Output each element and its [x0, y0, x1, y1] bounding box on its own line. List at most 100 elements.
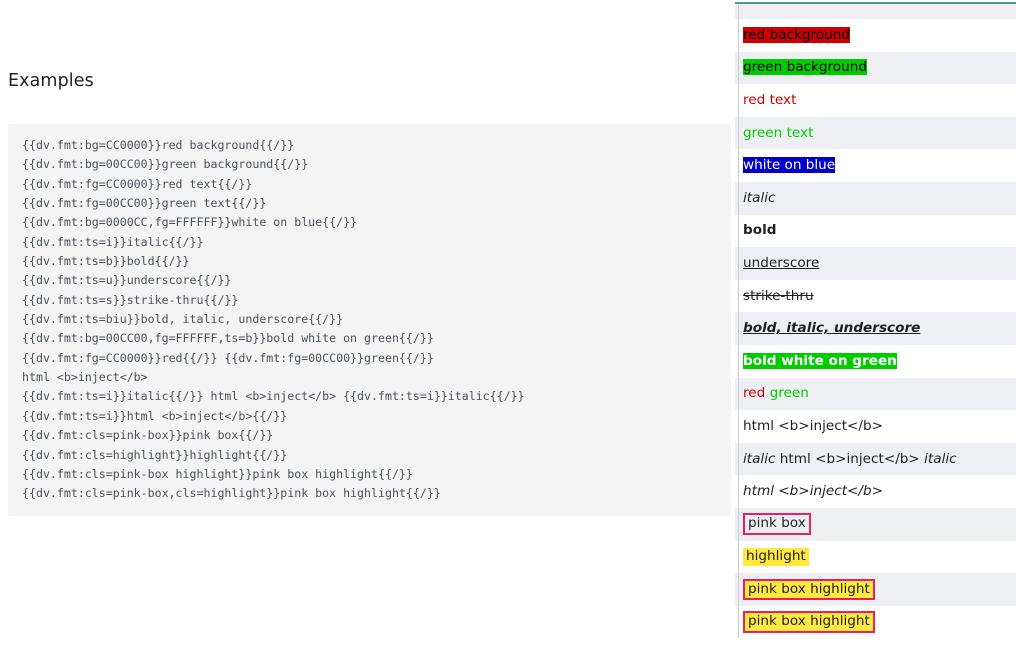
preview-row: pink box: [735, 507, 1016, 541]
preview-row: green background: [735, 51, 1016, 85]
preview-row-content: html <b>inject</b>: [743, 483, 883, 500]
code-line: {{dv.fmt:bg=00CC00,fg=FFFFFF,ts=b}}bold …: [22, 331, 434, 346]
row-gutter-line: [738, 410, 739, 443]
code-line: {{dv.fmt:ts=s}}strike-thru{{/}}: [22, 292, 239, 307]
formatted-span: red background: [743, 26, 851, 43]
preview-row-content: red text: [743, 92, 796, 109]
preview-row-content: strike-thru: [743, 288, 814, 305]
preview-spacer-row: [735, 5, 1016, 19]
formatted-span: green text: [743, 124, 814, 141]
preview-row: underscore: [735, 247, 1016, 280]
formatted-span: strike-thru: [743, 287, 814, 304]
preview-row-content: pink box highlight: [743, 578, 875, 601]
formatted-span: red text: [743, 91, 797, 108]
preview-row: html <b>inject</b>: [735, 410, 1016, 443]
row-gutter-line: [738, 149, 739, 182]
preview-row: red background: [735, 19, 1016, 52]
row-gutter-line: [738, 377, 739, 411]
code-line: {{dv.fmt:cls=pink-box,cls=highlight}}pin…: [22, 486, 441, 501]
preview-row: html <b>inject</b>: [735, 475, 1016, 508]
code-line: {{dv.fmt:bg=0000CC,fg=FFFFFF}}white on b…: [22, 215, 358, 230]
code-line: {{dv.fmt:cls=pink-box highlight}}pink bo…: [22, 466, 413, 481]
formatted-span: pink box highlight: [743, 578, 875, 601]
formatted-span: html <b>inject</b>: [743, 417, 884, 434]
code-line: {{dv.fmt:cls=highlight}}highlight{{/}}: [22, 447, 288, 462]
row-gutter-line: [738, 51, 739, 85]
preview-row-content: pink box: [743, 513, 811, 536]
page-title: Examples: [8, 71, 94, 91]
code-block-content: {{dv.fmt:bg=CC0000}}red background{{/}} {…: [8, 136, 731, 504]
preview-row-content: html <b>inject</b>: [743, 418, 883, 435]
preview-row-content: white on blue: [743, 157, 836, 174]
preview-row: italic html <b>inject</b> italic: [735, 442, 1016, 476]
code-line: {{dv.fmt:ts=biu}}bold, italic, underscor…: [22, 312, 344, 327]
formatted-span: underscore: [743, 254, 820, 271]
preview-row: white on blue: [735, 149, 1016, 182]
preview-row: strike-thru: [735, 279, 1016, 313]
row-gutter-line: [738, 247, 739, 280]
row-gutter-line: [738, 84, 739, 117]
row-gutter-line: [738, 181, 739, 215]
rendered-preview-panel: red background green background red text gr…: [735, 0, 1016, 648]
preview-row-content: pink box highlight: [743, 611, 875, 633]
preview-row: red green: [735, 377, 1016, 411]
code-line: {{dv.fmt:fg=00CC00}}green text{{/}}: [22, 196, 267, 211]
formatted-span: highlight: [743, 547, 809, 566]
preview-row: green text: [735, 116, 1016, 150]
preview-row: bold: [735, 214, 1016, 248]
code-line: {{dv.fmt:ts=i}}italic{{/}}: [22, 234, 204, 249]
row-gutter-line: [738, 19, 739, 52]
row-gutter-line: [738, 312, 739, 345]
formatted-span: italic: [743, 189, 776, 206]
preview-row: bold, italic, underscore: [735, 312, 1016, 345]
code-block: {{dv.fmt:bg=CC0000}}red background{{/}} {…: [8, 124, 731, 516]
preview-row: pink box highlight: [735, 605, 1016, 639]
code-line: {{dv.fmt:fg=CC0000}}red text{{/}}: [22, 176, 253, 191]
row-gutter-line: [738, 116, 739, 150]
code-line: {{dv.fmt:ts=i}}html <b>inject</b>{{/}}: [22, 408, 288, 423]
preview-row: highlight: [735, 540, 1016, 574]
code-line: {{dv.fmt:bg=CC0000}}red background{{/}}: [22, 138, 295, 152]
preview-row: bold white on green: [735, 344, 1016, 378]
row-gutter-line: [738, 573, 739, 606]
code-line: {{dv.fmt:cls=pink-box}}pink box{{/}}: [22, 428, 274, 443]
formatted-span: green: [769, 385, 809, 402]
preview-row-content: italic: [743, 190, 775, 207]
row-gutter-line: [738, 442, 739, 476]
formatted-span: red: [743, 385, 766, 402]
formatted-span: italic: [743, 450, 776, 467]
row-gutter-line: [738, 475, 739, 508]
preview-row-content: bold white on green: [743, 352, 897, 370]
row-gutter-line: [738, 605, 739, 639]
code-line: {{dv.fmt:ts=u}}underscore{{/}}: [22, 273, 232, 288]
preview-row-content: red background: [743, 26, 851, 44]
preview-row-content: italic html <b>inject</b> italic: [743, 451, 957, 468]
code-line: {{dv.fmt:ts=b}}bold{{/}}: [22, 254, 190, 269]
row-gutter-line: [738, 540, 739, 574]
formatted-span: bold: [743, 222, 777, 239]
formatted-span: italic: [924, 450, 957, 467]
row-gutter-line: [738, 214, 739, 248]
formatted-span: bold white on green: [743, 352, 897, 369]
examples-column: Examples {{dv.fmt:bg=CC0000}}red backgro…: [8, 71, 731, 516]
preview-row-content: bold: [743, 222, 776, 239]
accent-rule: [735, 2, 1016, 4]
row-gutter-line: [738, 344, 739, 378]
formatted-span: green background: [743, 59, 867, 76]
code-line: {{dv.fmt:ts=i}}italic{{/}} html <b>injec…: [22, 389, 525, 404]
preview-row-content: underscore: [743, 255, 819, 272]
formatted-span: html <b>inject</b>: [743, 483, 884, 500]
code-line: {{dv.fmt:bg=00CC00}}green background{{/}…: [22, 157, 309, 172]
preview-row-content: green background: [743, 59, 867, 76]
formatted-span: pink box: [743, 513, 811, 536]
preview-row-content: red green: [743, 385, 809, 402]
preview-row-list: red background green background red text gr…: [735, 5, 1016, 639]
preview-row-content: bold, italic, underscore: [743, 320, 920, 337]
code-line: {{dv.fmt:fg=CC0000}}red{{/}} {{dv.fmt:fg…: [22, 350, 434, 365]
row-gutter-line: [738, 279, 739, 313]
code-line: html <b>inject</b>: [22, 370, 148, 385]
formatted-span: bold, italic, underscore: [743, 320, 921, 337]
row-gutter-line: [738, 5, 739, 19]
formatted-span: white on blue: [743, 157, 836, 174]
preview-row-content: green text: [743, 125, 813, 142]
